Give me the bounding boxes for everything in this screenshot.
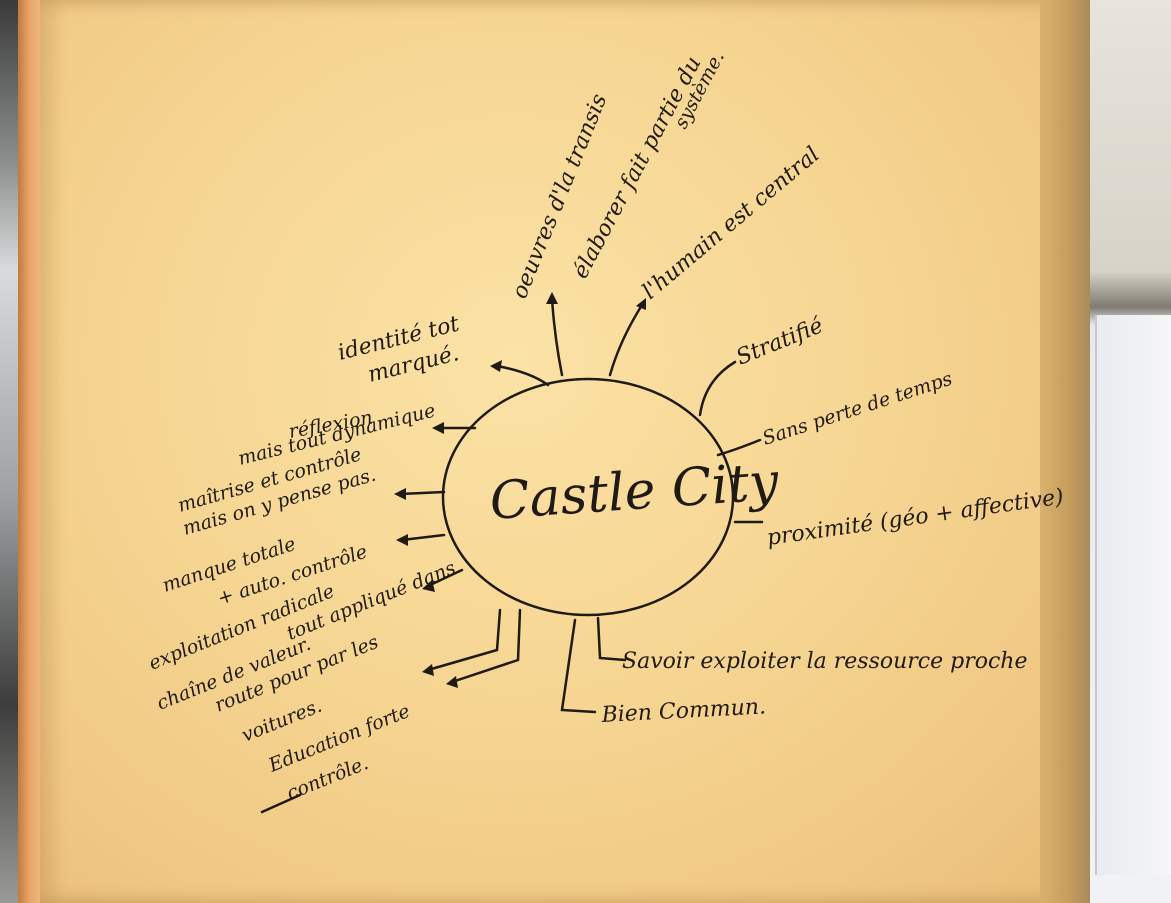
flipchart-paper bbox=[40, 0, 1090, 903]
arrow-oeuvres bbox=[546, 292, 558, 304]
branch-maitrise bbox=[398, 490, 446, 496]
branch-perte bbox=[716, 438, 762, 457]
label-ressource: Savoir exploiter la ressource proche bbox=[622, 649, 1028, 674]
branch-ressource bbox=[596, 616, 627, 662]
background-document bbox=[1095, 315, 1171, 875]
arrow-route bbox=[446, 676, 458, 688]
branch-exploitation bbox=[426, 568, 464, 588]
arrow-humain bbox=[636, 298, 646, 310]
label-proximite: proximité (géo + affective) bbox=[765, 485, 1065, 551]
branch-route bbox=[450, 608, 522, 684]
arrow-maitrise bbox=[394, 488, 406, 500]
center-label: Castle City bbox=[488, 452, 781, 532]
arrow-manque bbox=[396, 534, 408, 546]
arrow-identite bbox=[490, 360, 502, 372]
branch-humain bbox=[608, 303, 644, 377]
label-stratifie: Stratifié bbox=[733, 313, 827, 370]
arrow-exploitation bbox=[422, 580, 435, 592]
center-circle bbox=[441, 377, 735, 617]
branch-route-b bbox=[426, 608, 502, 672]
paper-edge bbox=[1040, 0, 1090, 903]
branch-stratifie bbox=[698, 360, 737, 417]
branch-bien bbox=[560, 618, 597, 714]
education-underline bbox=[260, 793, 302, 814]
label-humain: l'humain est central bbox=[638, 142, 825, 304]
label-bien: Bien Commun. bbox=[600, 694, 767, 728]
branch-identite bbox=[495, 364, 550, 387]
branch-oeuvres bbox=[550, 298, 564, 377]
arrow-reflexion bbox=[432, 422, 444, 434]
arrow-route-b bbox=[422, 664, 434, 676]
branch-manque bbox=[400, 533, 446, 542]
label-perte: Sans perte de temps bbox=[760, 368, 955, 450]
